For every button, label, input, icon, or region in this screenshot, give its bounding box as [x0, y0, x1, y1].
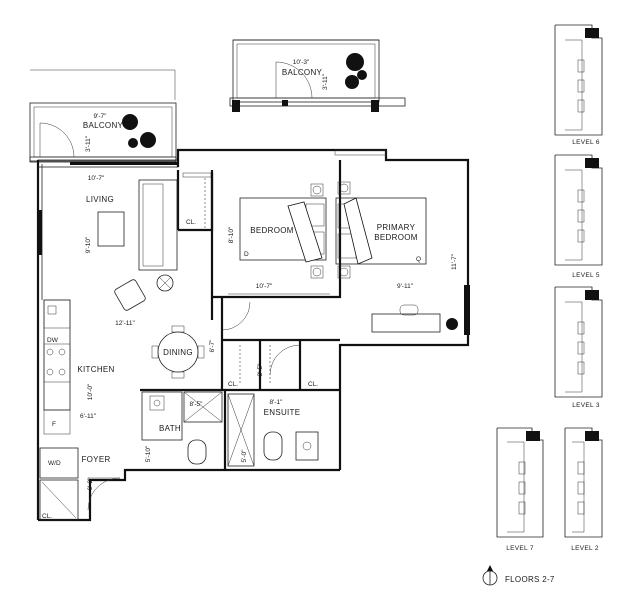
- level-6-label: LEVEL 6: [572, 139, 600, 146]
- balcony-upper-dims: 10'-3": [293, 59, 310, 66]
- hall-closet-label: CL.: [228, 381, 238, 388]
- dining-depth: 6'-7": [209, 339, 216, 353]
- north-arrow-icon: [482, 565, 498, 586]
- level-5-label: LEVEL 5: [572, 272, 600, 279]
- balcony-left-depth: 3'-11": [85, 135, 92, 152]
- bath-label: BATH: [159, 424, 181, 433]
- bath-depth: 5'-10": [145, 445, 152, 462]
- washer-dryer-label: W/D: [48, 460, 61, 467]
- level-7-label: LEVEL 7: [506, 545, 534, 552]
- key-plan-level-7: [496, 427, 544, 538]
- primary-bedroom-label-2: BEDROOM: [374, 233, 417, 242]
- balcony-left-label: BALCONY: [83, 121, 124, 130]
- plant-icon: [122, 114, 156, 148]
- exterior-walls: [36, 148, 470, 522]
- living-room: LIVING 10'-7" 9'-10": [85, 175, 178, 311]
- ensuite: ENSUITE 8'-1" 5'-0": [227, 393, 319, 467]
- key-plan-level-5: [554, 154, 603, 266]
- kitchen-area: KITCHEN 10'-0" 6'-11": [77, 365, 114, 420]
- closet-label: CL.: [186, 219, 196, 226]
- fridge-label: F: [52, 421, 56, 428]
- primary-bedroom: PRIMARY BEDROOM Q 9'-11" 11'-7": [335, 181, 458, 333]
- key-plan: LEVEL 6 LEVEL 5 LEVEL 3: [496, 24, 603, 552]
- lamp-icon: [337, 181, 351, 279]
- bath-width: 8'-5": [190, 401, 204, 408]
- kitchen-label: KITCHEN: [77, 365, 114, 374]
- bedroom-label: BEDROOM: [250, 226, 293, 235]
- key-plan-level-6: [554, 24, 603, 136]
- ensuite-depth: 5'-0": [241, 449, 248, 463]
- queen-mark: Q: [416, 256, 421, 263]
- foyer-area: FOYER 6'-2": [81, 455, 110, 490]
- bath: BATH 8'-5" 5'-10": [141, 391, 223, 465]
- dining-area: DINING 12'-11" 6'-7": [115, 320, 216, 379]
- balcony-upper-depth: 3'-11": [322, 73, 329, 90]
- living-depth: 9'-10": [85, 236, 92, 253]
- dishwasher-label: DW: [47, 337, 59, 344]
- kitchen-width: 6'-11": [80, 413, 97, 420]
- primary-bedroom-width: 9'-11": [397, 283, 414, 290]
- plant-icon: [345, 53, 367, 89]
- foyer-closet-label: CL.: [42, 513, 52, 520]
- dryer-mark: D: [244, 251, 249, 258]
- upper-balcony: 10'-3" BALCONY 3'-11": [229, 39, 406, 112]
- key-plan-level-2: [564, 427, 603, 538]
- ensuite-label: ENSUITE: [264, 408, 301, 417]
- balcony-upper-label: BALCONY: [282, 68, 323, 77]
- key-plan-level-3: [554, 286, 603, 398]
- hall-closets: CL. CL. 3'-5": [221, 301, 318, 388]
- left-balcony: 9'-7" BALCONY 3'-11": [29, 69, 177, 163]
- balcony-left-dims: 9'-7": [94, 113, 108, 120]
- plant-icon: [446, 318, 458, 330]
- living-label: LIVING: [86, 195, 114, 204]
- lamp-icon: [310, 183, 324, 279]
- primary-bedroom-label-1: PRIMARY: [377, 223, 416, 232]
- hall-closet-depth: 3'-5": [257, 363, 264, 377]
- living-width: 10'-7": [88, 175, 105, 182]
- primary-bedroom-depth: 11'-7": [451, 253, 458, 270]
- bedroom-width: 10'-7": [256, 283, 273, 290]
- dining-label: DINING: [163, 348, 193, 357]
- level-3-label: LEVEL 3: [572, 402, 600, 409]
- interior-walls: CL. DW F W/D CL.: [39, 160, 342, 521]
- dining-width: 12'-11": [115, 320, 135, 327]
- foyer-depth: 6'-2": [87, 477, 94, 491]
- kitchen-depth: 10'-0": [87, 383, 94, 400]
- bedroom-depth: 8'-10": [228, 226, 235, 243]
- ensuite-width: 8'-1": [270, 399, 284, 406]
- floors-label: FLOORS 2-7: [505, 575, 555, 584]
- foyer-label: FOYER: [81, 455, 110, 464]
- ensuite-closet-label: CL.: [308, 381, 318, 388]
- level-2-label: LEVEL 2: [571, 545, 599, 552]
- bedroom: BEDROOM 8'-10" 10'-7" D: [228, 183, 327, 290]
